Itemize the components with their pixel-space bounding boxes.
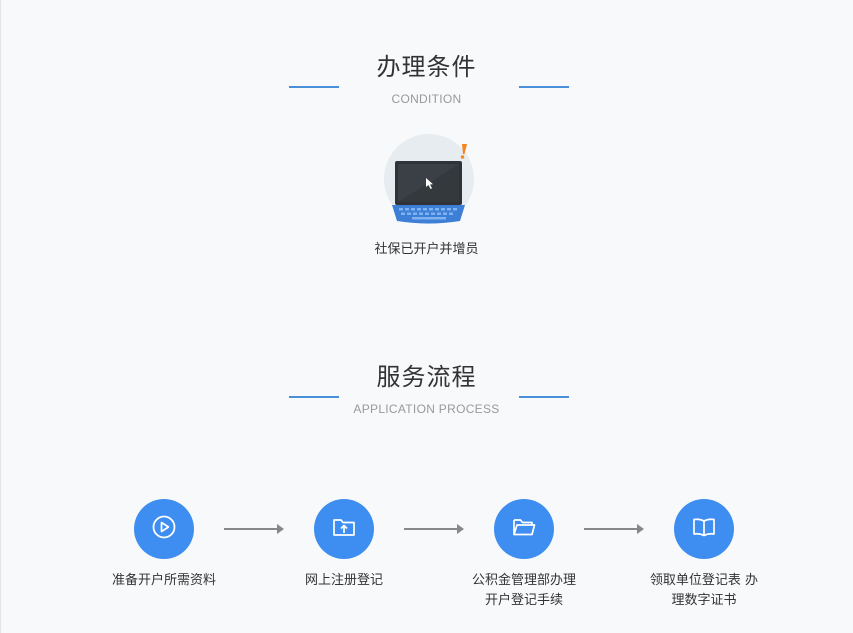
flow-arrow bbox=[584, 524, 644, 534]
step-circle[interactable] bbox=[674, 499, 734, 559]
step-label-line1: 领取单位登记表 办 bbox=[649, 573, 759, 588]
heading-decor-line-left bbox=[289, 86, 339, 88]
page-left-border bbox=[0, 0, 1, 633]
flow-arrow bbox=[404, 524, 464, 534]
condition-subtitle: CONDITION bbox=[391, 92, 462, 106]
folder-upload-icon bbox=[331, 514, 357, 544]
step-label-line1: 网上注册登记 bbox=[304, 573, 383, 588]
step-label-line2: 理数字证书 bbox=[671, 593, 737, 608]
step-label: 公积金管理部办理 开户登记手续 bbox=[444, 571, 604, 611]
step-label-line2: 开户登记手续 bbox=[484, 593, 563, 608]
laptop-alert-icon bbox=[384, 134, 476, 226]
process-step-prepare[interactable]: 准备开户所需资料 bbox=[84, 499, 244, 591]
heading-decor-line-left bbox=[289, 396, 339, 398]
step-label: 领取单位登记表 办 理数字证书 bbox=[624, 571, 784, 611]
condition-item-label: 社保已开户并增员 bbox=[374, 242, 479, 257]
condition-title: 办理条件 bbox=[376, 53, 477, 81]
step-label: 准备开户所需资料 bbox=[84, 571, 244, 591]
step-circle[interactable] bbox=[134, 499, 194, 559]
flow-arrow bbox=[224, 524, 284, 534]
step-circle[interactable] bbox=[314, 499, 374, 559]
process-step-register[interactable]: 网上注册登记 bbox=[264, 499, 424, 591]
step-label: 网上注册登记 bbox=[264, 571, 424, 591]
step-circle[interactable] bbox=[494, 499, 554, 559]
process-step-receive[interactable]: 领取单位登记表 办 理数字证书 bbox=[624, 499, 784, 611]
folder-open-icon bbox=[511, 514, 537, 544]
step-label-line1: 准备开户所需资料 bbox=[111, 573, 216, 588]
heading-decor-line-right bbox=[519, 396, 569, 398]
process-title: 服务流程 bbox=[376, 363, 477, 391]
book-icon bbox=[691, 514, 717, 544]
play-icon bbox=[151, 514, 177, 544]
process-step-handle[interactable]: 公积金管理部办理 开户登记手续 bbox=[444, 499, 604, 611]
process-subtitle: APPLICATION PROCESS bbox=[353, 402, 500, 416]
step-label-line1: 公积金管理部办理 bbox=[471, 573, 576, 588]
heading-decor-line-right bbox=[519, 86, 569, 88]
